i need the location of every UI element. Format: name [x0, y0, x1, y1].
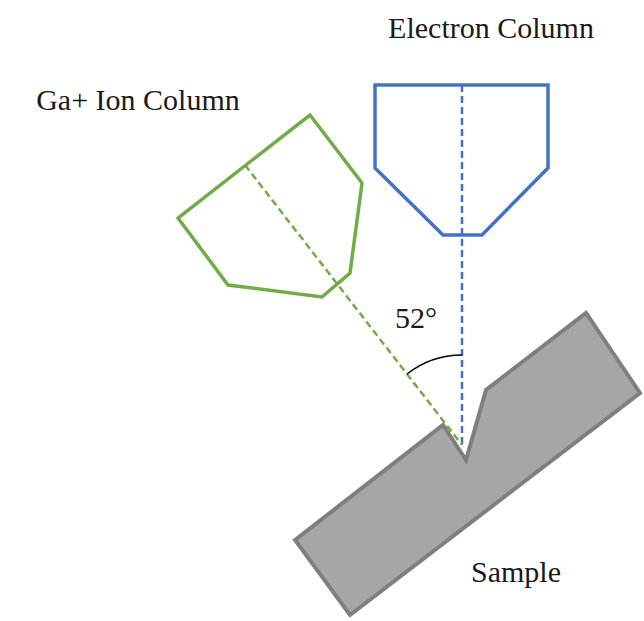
ion-column-body [178, 115, 362, 297]
column-title: Ga+ Ion Column [36, 83, 240, 118]
angle-arc [407, 355, 462, 374]
sample-block [295, 313, 640, 615]
sample-label: Sample [471, 555, 561, 590]
ion-beam-axis [245, 165, 462, 445]
electron-beam-axis [461, 85, 464, 445]
column-title: Electron Column [388, 11, 594, 46]
angle-label: 52° [395, 301, 437, 336]
